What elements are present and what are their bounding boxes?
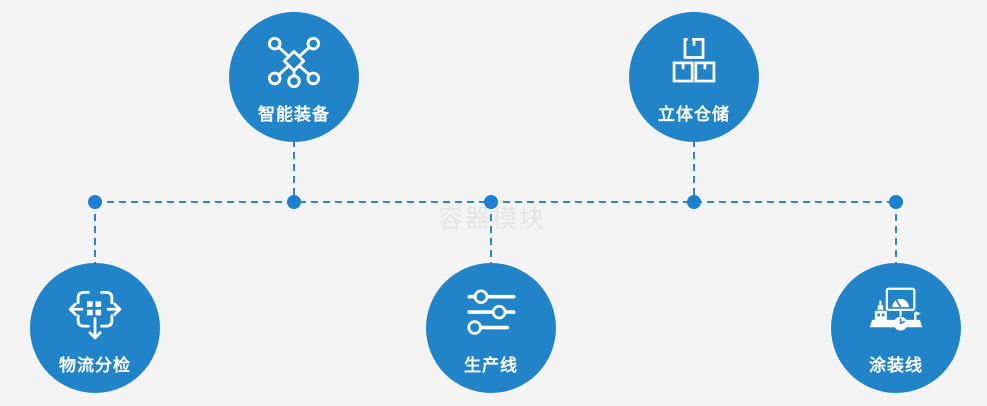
junction-dot (484, 195, 498, 209)
network-nodes-icon (263, 32, 325, 92)
move-arrows-icon (65, 283, 125, 343)
node-label: 生产线 (464, 356, 518, 375)
junction-dot (287, 195, 301, 209)
node-label: 物流分检 (59, 356, 131, 375)
junction-dot (88, 195, 102, 209)
node-label: 涂装线 (869, 356, 923, 375)
junction-dot (889, 195, 903, 209)
node-label: 立体仓储 (658, 105, 730, 124)
node-smart-equipment: 智能装备 (229, 12, 359, 142)
node-logistics-sorting: 物流分检 (30, 263, 160, 393)
stacked-boxes-icon (665, 32, 723, 92)
junction-dot (687, 195, 701, 209)
paint-station-icon (863, 283, 929, 343)
node-coating-line: 涂装线 (831, 263, 961, 393)
node-label: 智能装备 (258, 105, 330, 124)
node-stereo-warehouse: 立体仓储 (629, 12, 759, 142)
sliders-icon (462, 283, 520, 343)
node-production-line: 生产线 (426, 263, 556, 393)
